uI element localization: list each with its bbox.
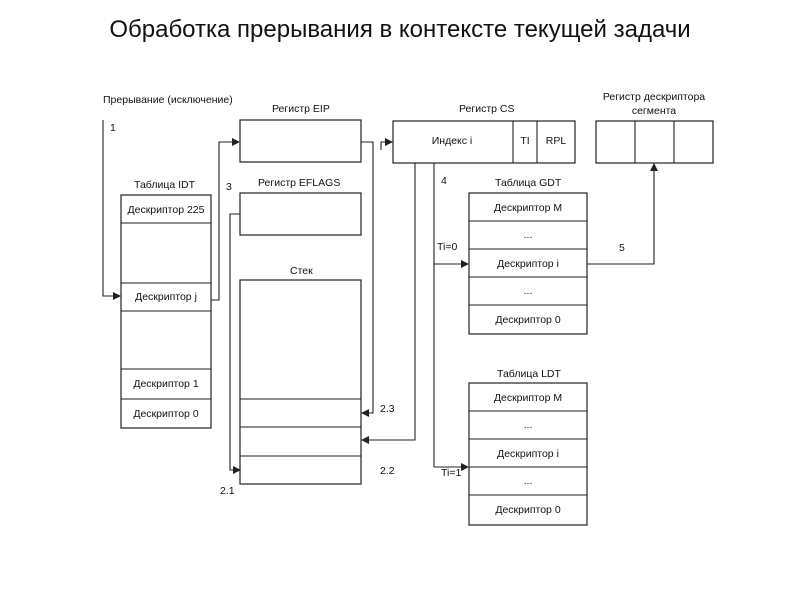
eflags-register [239, 192, 362, 236]
gdt-row: Дескриптор M [494, 202, 562, 214]
gdt-row: ... [524, 229, 533, 241]
idt-table: Дескриптор 225 Дескриптор j Дескриптор 1… [120, 194, 212, 429]
cs-ti-field: TI [520, 135, 529, 147]
seg-reg-frame [595, 120, 714, 164]
step-1-label: 1 [110, 122, 116, 134]
cs-register: Индекс i TI RPL [392, 120, 576, 164]
step-5-label: 5 [619, 242, 625, 254]
cs-rpl-field: RPL [546, 135, 567, 147]
ldt-row: Дескриптор i [497, 448, 559, 460]
ldt-caption: Таблица LDT [497, 368, 562, 380]
cs-frame [392, 120, 576, 164]
idt-caption: Таблица IDT [134, 179, 196, 191]
eip-caption: Регистр EIP [272, 103, 330, 115]
idt-row: Дескриптор 225 [128, 204, 205, 216]
step-2-2-label: 2.2 [380, 465, 395, 477]
idt-row: Дескриптор 0 [133, 408, 198, 420]
arrow-eip-cs [380, 138, 393, 150]
step-2-1-label: 2.1 [220, 485, 235, 497]
arrow-5 [587, 163, 658, 265]
gdt-row: Дескриптор i [497, 258, 559, 270]
stack-frame [239, 279, 362, 485]
cs-caption: Регистр CS [459, 103, 514, 115]
gdt-row: Дескриптор 0 [495, 314, 560, 326]
step-2-3-label: 2.3 [380, 403, 395, 415]
segment-descriptor-register [595, 120, 714, 164]
ti1-label: Ti=1 [441, 467, 461, 479]
eflags-caption: Регистр EFLAGS [258, 177, 340, 189]
ldt-row: ... [524, 475, 533, 487]
idt-row: Дескриптор j [135, 291, 197, 303]
idt-row: Дескриптор 1 [133, 378, 198, 390]
seg-reg-caption: сегмента [632, 105, 676, 117]
arrow-1 [102, 120, 121, 300]
ldt-row: Дескриптор 0 [495, 504, 560, 516]
seg-reg-caption: Регистр дескриптора [603, 91, 705, 103]
cs-index-field: Индекс i [432, 135, 473, 147]
gdt-table: Дескриптор M ... Дескриптор i ... Дескри… [468, 192, 588, 335]
gdt-row: ... [524, 285, 533, 297]
ldt-row: ... [524, 419, 533, 431]
eip-register [239, 119, 362, 163]
gdt-frame [468, 192, 588, 335]
arrow-2-2 [361, 163, 416, 444]
ti0-label: Ti=0 [437, 241, 457, 253]
ldt-table: Дескриптор M ... Дескриптор i ... Дескри… [468, 382, 588, 526]
ldt-row: Дескриптор M [494, 392, 562, 404]
page-title: Обработка прерывания в контексте текущей… [109, 16, 691, 43]
ldt-frame [468, 382, 588, 526]
stack-caption: Стек [290, 265, 313, 277]
stack [239, 279, 362, 485]
step-3-label: 3 [226, 181, 232, 193]
gdt-caption: Таблица GDT [495, 177, 562, 189]
step-4-label: 4 [441, 175, 447, 187]
arrow-2-1 [229, 213, 241, 474]
arrow-2-3 [361, 141, 374, 417]
interrupt-label: Прерывание (исключение) [103, 94, 233, 106]
arrow-3 [211, 138, 240, 301]
